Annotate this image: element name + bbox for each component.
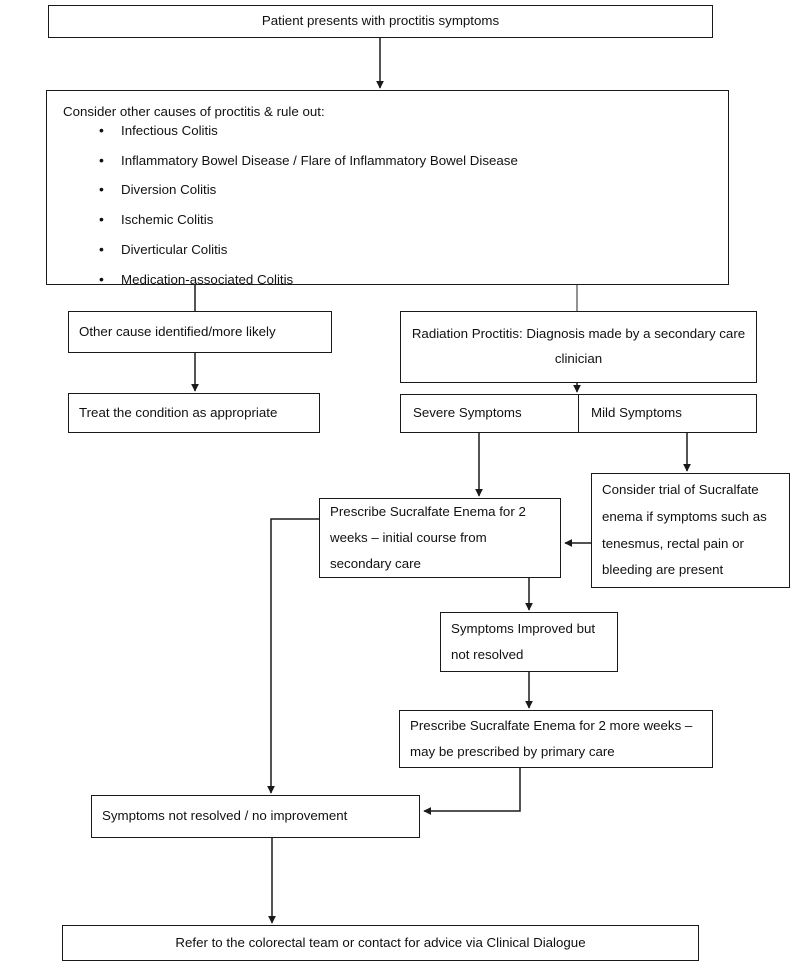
edge-prescribe1-to-notresolved xyxy=(267,518,319,794)
node-severe-symptoms-label: Severe Symptoms xyxy=(413,405,522,421)
node-start-label: Patient presents with proctitis symptoms xyxy=(261,13,500,29)
rule-out-list: Infectious Colitis Inflammatory Bowel Di… xyxy=(63,121,518,290)
node-mild-symptoms-label: Mild Symptoms xyxy=(591,405,682,421)
node-treat-label: Treat the condition as appropriate xyxy=(79,404,278,420)
list-item: Diversion Colitis xyxy=(99,180,518,199)
rule-out-intro: Consider other causes of proctitis & rul… xyxy=(63,104,325,119)
node-patient-presents[interactable]: Patient presents with proctitis symptoms xyxy=(48,5,713,38)
node-prescribe-1-label: Prescribe Sucralfate Enema for 2 weeks –… xyxy=(330,504,526,571)
list-item: Diverticular Colitis xyxy=(99,240,518,259)
node-consider-sucralfate-trial[interactable]: Consider trial of Sucralfate enema if sy… xyxy=(591,473,790,588)
node-consider-trial-label: Consider trial of Sucralfate enema if sy… xyxy=(602,482,767,578)
node-other-cause-identified[interactable]: Other cause identified/more likely xyxy=(68,311,332,353)
node-improved-label: Symptoms Improved but not resolved xyxy=(451,621,596,662)
node-symptoms-improved[interactable]: Symptoms Improved but not resolved xyxy=(440,612,618,672)
list-item: Inflammatory Bowel Disease / Flare of In… xyxy=(99,151,518,170)
list-item: Infectious Colitis xyxy=(99,121,518,140)
node-prescribe-sucralfate-extended[interactable]: Prescribe Sucralfate Enema for 2 more we… xyxy=(399,710,713,768)
node-symptom-severity-split[interactable]: Severe Symptoms Mild Symptoms xyxy=(400,394,757,433)
node-refer-label: Refer to the colorectal team or contact … xyxy=(175,934,586,950)
node-refer-colorectal[interactable]: Refer to the colorectal team or contact … xyxy=(62,925,699,961)
node-severe-symptoms[interactable]: Severe Symptoms xyxy=(401,395,578,432)
node-radiation-proctitis[interactable]: Radiation Proctitis: Diagnosis made by a… xyxy=(400,311,757,383)
list-item: Medication-associated Colitis xyxy=(99,270,518,289)
node-other-cause-label: Other cause identified/more likely xyxy=(79,323,276,339)
list-item: Ischemic Colitis xyxy=(99,210,518,229)
node-prescribe-2-label: Prescribe Sucralfate Enema for 2 more we… xyxy=(410,718,693,759)
node-radiation-label: Radiation Proctitis: Diagnosis made by a… xyxy=(411,326,746,366)
node-not-resolved-label: Symptoms not resolved / no improvement xyxy=(102,808,348,824)
node-treat-condition[interactable]: Treat the condition as appropriate xyxy=(68,393,320,433)
node-consider-other-causes[interactable]: Consider other causes of proctitis & rul… xyxy=(46,90,729,289)
node-symptoms-not-resolved[interactable]: Symptoms not resolved / no improvement xyxy=(91,795,420,838)
node-mild-symptoms[interactable]: Mild Symptoms xyxy=(578,395,756,432)
edge-prescribe2-to-notresolved xyxy=(423,768,521,815)
node-prescribe-sucralfate-initial[interactable]: Prescribe Sucralfate Enema for 2 weeks –… xyxy=(319,498,561,578)
